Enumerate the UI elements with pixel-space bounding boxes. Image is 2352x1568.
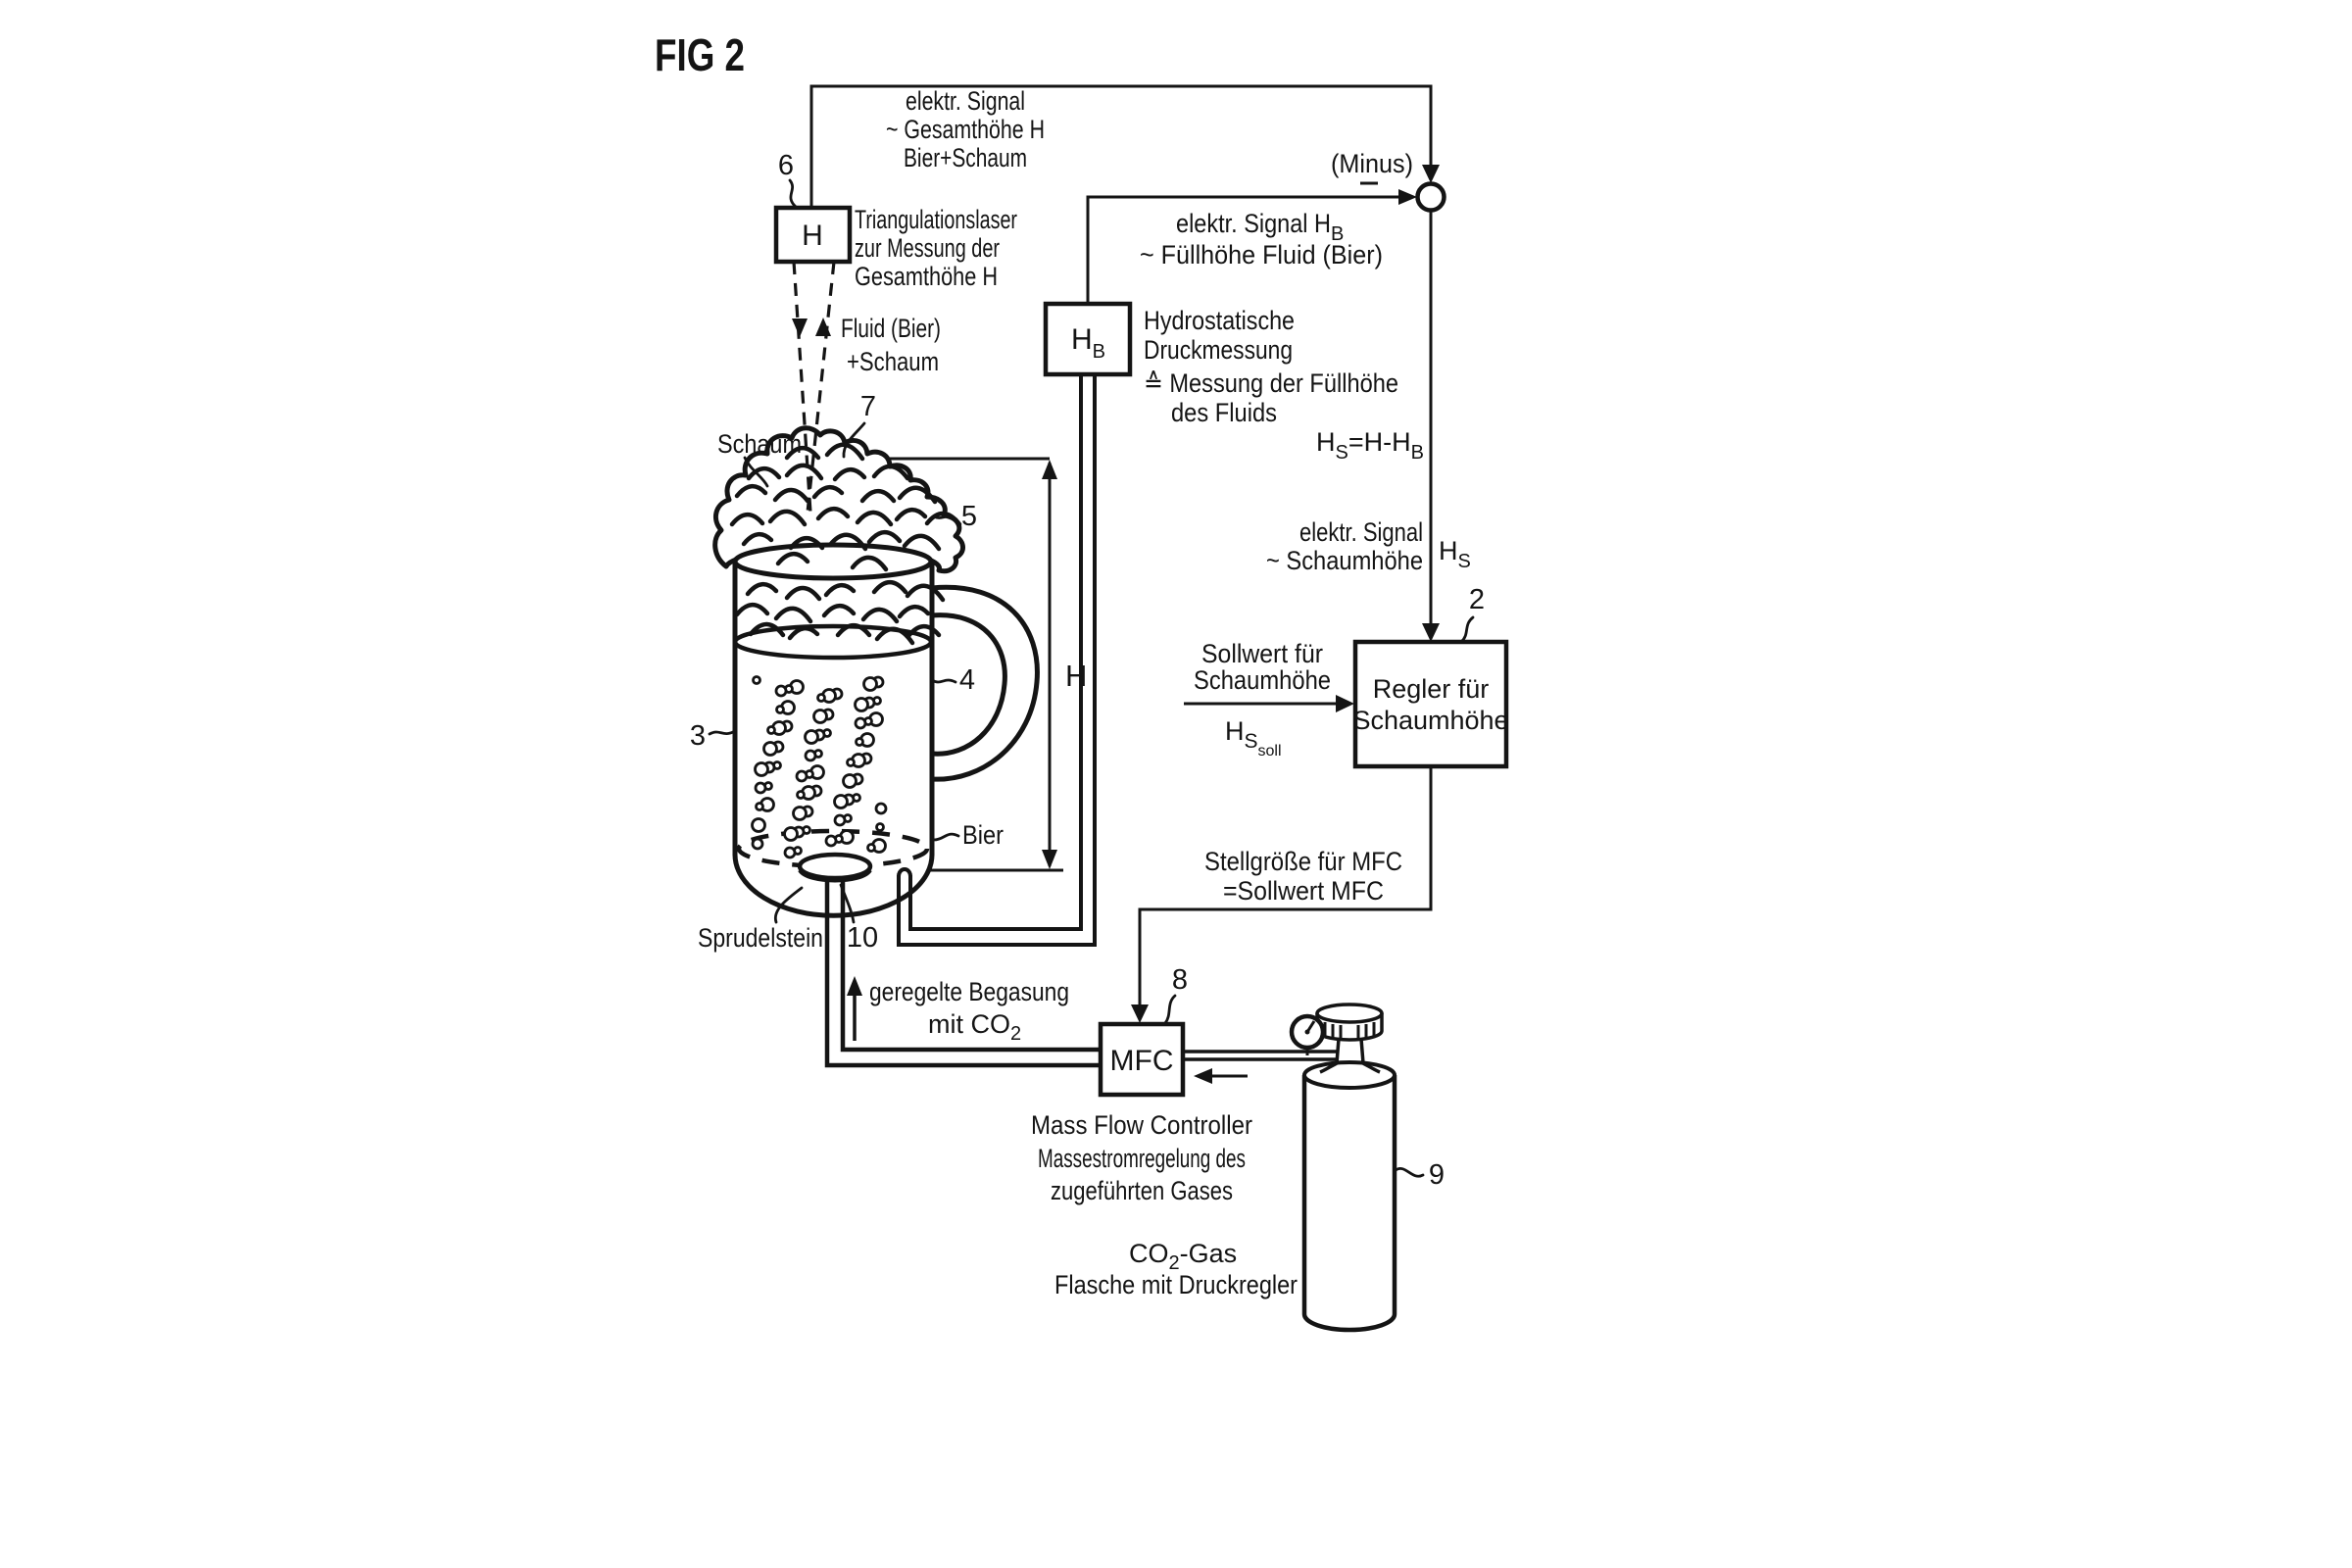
mfc-box: MFC: [1098, 1021, 1186, 1098]
actuating-line1: Stellgröße für MFC: [1204, 847, 1402, 876]
mug-bottom: [732, 852, 935, 918]
bottle-desc-1: CO2-Gas: [1129, 1239, 1237, 1274]
gas-feed-label-1: geregelte Begasung: [869, 977, 1069, 1006]
total-signal-line1: elektr. Signal: [906, 86, 1025, 116]
setpoint-line2: Schaumhöhe: [1194, 665, 1331, 695]
total-signal-line2: ~ Gesamthöhe H: [886, 115, 1045, 144]
hydro-desc-3: ≙ Messung der Füllhöhe: [1144, 368, 1398, 398]
laser-box-label: H: [802, 220, 823, 252]
wire-hs-signal: [1422, 211, 1440, 642]
bottle-desc-2: Flasche mit Druckregler: [1054, 1270, 1298, 1299]
mug-handle: [929, 584, 1040, 782]
formula-hs: HS=H-HB: [1316, 427, 1424, 464]
hb-signal-line2: ~ Füllhöhe Fluid (Bier): [1140, 240, 1383, 270]
controller-box: Regler für Schaumhöhe: [1352, 639, 1509, 769]
foam-texture: [729, 442, 962, 646]
ref-3: 3: [690, 720, 706, 752]
hb-signal-line1: elektr. Signal HB: [1176, 209, 1344, 245]
gas-pipe: [1183, 1050, 1339, 1084]
laser-desc-3: Gesamthöhe H: [855, 262, 998, 291]
controller-label-1: Regler für: [1373, 674, 1490, 704]
beam-label-2: +Schaum: [847, 347, 939, 376]
mfc-desc-1: Mass Flow Controller: [1031, 1110, 1252, 1140]
mfc-desc-3: zugeführten Gases: [1051, 1176, 1233, 1205]
hb-box-label: HB: [1071, 323, 1105, 363]
ref-4: 4: [959, 664, 975, 696]
hb-sensor-box: HB: [1043, 301, 1133, 377]
hb-pressure-tube: [897, 374, 1097, 947]
ref-8: 8: [1172, 964, 1188, 996]
hydro-desc-2: Druckmessung: [1144, 335, 1293, 365]
laser-desc-2: zur Messung der: [855, 233, 1000, 263]
bier-label: Bier: [962, 820, 1004, 850]
laser-desc-1: Triangulationslaser: [855, 205, 1017, 234]
figure-title: FIG 2: [655, 29, 745, 80]
mfc-desc-2: Massestromregelung des: [1038, 1144, 1246, 1173]
schaum-label: Schaum: [717, 429, 802, 459]
laser-sensor-box: H: [773, 205, 853, 265]
ref-10: 10: [847, 922, 878, 954]
handwheel-icon: [1315, 1003, 1384, 1042]
sprudelstein-label: Sprudelstein: [698, 923, 823, 953]
beer-mug: [712, 261, 1040, 918]
ref-9: 9: [1429, 1159, 1445, 1191]
hs-wire-label: HS: [1439, 536, 1471, 572]
h-dimension: [851, 457, 1063, 872]
summing-junction: [1415, 181, 1446, 213]
sprudelstein-stone: [797, 852, 873, 883]
wire-total-height-signal: [809, 84, 1440, 208]
bottle-shoulder: [1302, 1060, 1396, 1090]
foam-signal-line1: elektr. Signal: [1299, 517, 1423, 547]
total-signal-line3: Bier+Schaum: [904, 143, 1027, 172]
controller-label-2: Schaumhöhe: [1352, 706, 1508, 735]
laser-beams: [792, 261, 836, 514]
gas-feed-arrow: [847, 976, 862, 1041]
beam-label-1: Fluid (Bier): [841, 314, 941, 343]
co2-tube: [824, 869, 1103, 1068]
ref-6: 6: [778, 150, 794, 181]
bottle-valve: [1319, 1038, 1381, 1074]
pressure-gauge-icon: [1289, 1013, 1326, 1055]
gas-feed-label-2: mit CO2: [928, 1009, 1021, 1045]
foam-signal-line2: ~ Schaumhöhe: [1266, 546, 1423, 575]
ref-2: 2: [1469, 584, 1485, 615]
mug-rim: [732, 542, 934, 581]
hydro-desc-1: Hydrostatische: [1144, 306, 1295, 335]
setpoint-symbol: HSsoll: [1225, 716, 1282, 760]
h-dim-label: H: [1065, 659, 1087, 693]
setpoint-line1: Sollwert für: [1201, 639, 1323, 668]
wire-mfc-setpoint: [1131, 766, 1433, 1023]
ref-5: 5: [961, 501, 977, 532]
minus-label: (Minus): [1331, 149, 1413, 178]
co2-bubbles: [751, 675, 888, 859]
actuating-line2: =Sollwert MFC: [1223, 876, 1384, 906]
ref-7: 7: [860, 391, 876, 422]
co2-gas-bottle: [1183, 1003, 1397, 1333]
mfc-box-label: MFC: [1110, 1045, 1174, 1077]
bottle-body: [1301, 1075, 1397, 1333]
reference-leaders: [708, 178, 1475, 1178]
wire-hb-signal: [1086, 181, 1417, 304]
wire-setpoint: [1184, 695, 1354, 712]
hydro-desc-4: des Fluids: [1171, 398, 1277, 427]
